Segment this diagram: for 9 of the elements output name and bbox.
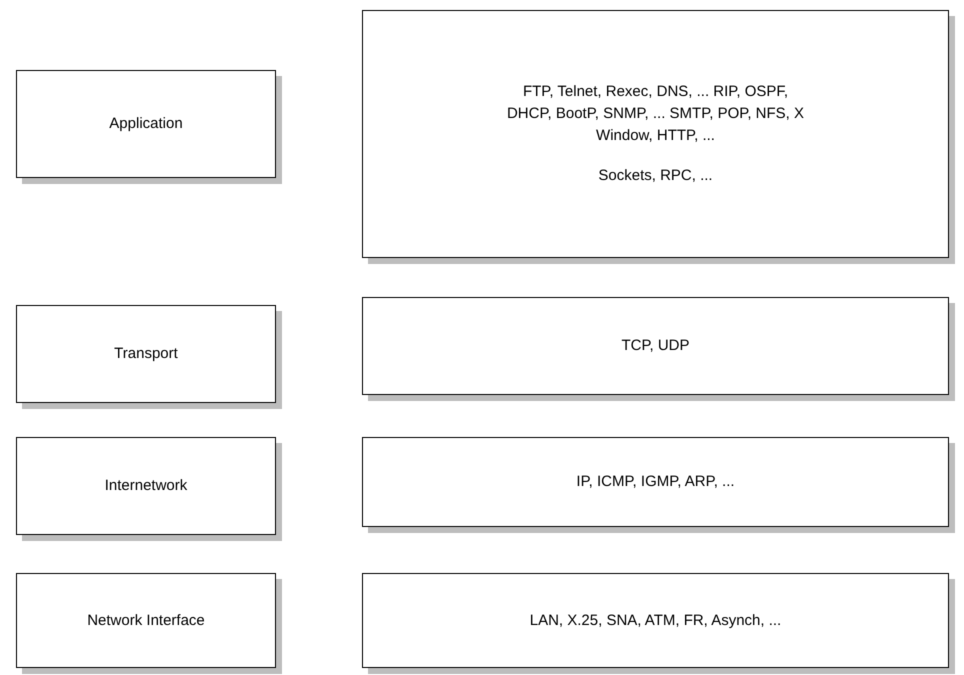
- protocol-list: Sockets, RPC, ...: [598, 165, 713, 187]
- protocol-list: IP, ICMP, IGMP, ARP, ...: [576, 471, 735, 493]
- protocol-list: FTP, Telnet, Rexec, DNS, ... RIP, OSPF, DHCP, BootP, SNMP, ... SMTP, POP, NFS, X Window, HTTP, ...: [506, 81, 806, 147]
- protocol-list: LAN, X.25, SNA, ATM, FR, Asynch, ...: [530, 610, 782, 632]
- layer-name: Network Interface: [87, 610, 205, 630]
- layer-name: Internetwork: [104, 476, 188, 496]
- layer-name: Application: [109, 114, 183, 134]
- layer-name: Transport: [114, 344, 178, 364]
- protocol-list: TCP, UDP: [621, 335, 690, 357]
